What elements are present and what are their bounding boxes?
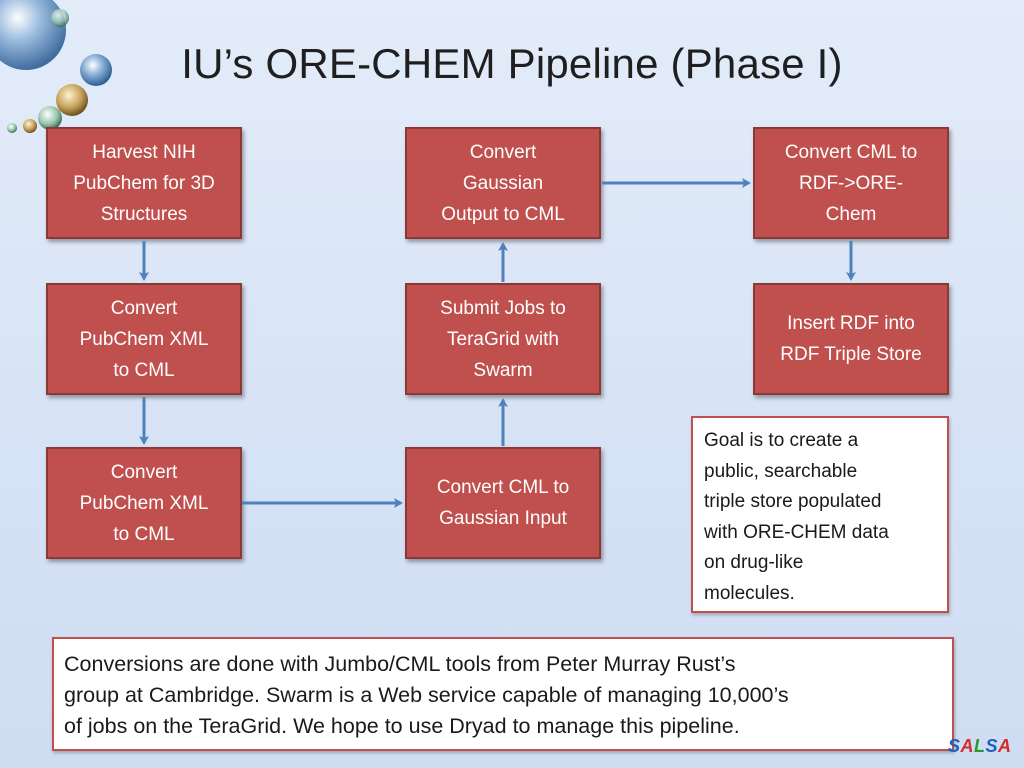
brand-letter: L bbox=[974, 736, 986, 756]
box-line: Structures bbox=[100, 203, 188, 225]
box-line: Gaussian Input bbox=[439, 508, 567, 529]
note-line: with ORE-CHEM data bbox=[704, 521, 889, 543]
box-line: PubChem for 3D bbox=[73, 172, 215, 194]
box-convert-pubchem-xml-2: Convert PubChem XML to CML bbox=[46, 447, 242, 559]
salsa-logo: SALSA bbox=[948, 736, 1012, 757]
note-line: Goal is to create a bbox=[704, 430, 859, 451]
box-line: to CML bbox=[113, 523, 175, 545]
goal-note: Goal is to create a public, searchable t… bbox=[691, 416, 949, 613]
note-line: molecules. bbox=[704, 582, 795, 604]
box-harvest-pubchem: Harvest NIH PubChem for 3D Structures bbox=[46, 127, 242, 239]
footer-note: Conversions are done with Jumbo/CML tool… bbox=[52, 637, 954, 751]
box-submit-jobs: Submit Jobs to TeraGrid with Swarm bbox=[405, 283, 601, 395]
box-line: Chem bbox=[825, 203, 877, 225]
box-line: Submit Jobs to bbox=[440, 297, 566, 319]
note-line: of jobs on the TeraGrid. We hope to use … bbox=[64, 714, 740, 738]
box-insert-rdf: Insert RDF into RDF Triple Store bbox=[753, 283, 949, 395]
page-title: IU’s ORE-CHEM Pipeline (Phase I) bbox=[181, 40, 843, 87]
logo-globe-icon bbox=[0, 0, 112, 133]
box-line: RDF->ORE- bbox=[799, 172, 903, 194]
box-line: Convert bbox=[110, 461, 178, 483]
box-line: Convert bbox=[469, 141, 537, 163]
note-line: group at Cambridge. Swarm is a Web servi… bbox=[64, 683, 789, 707]
note-line: triple store populated bbox=[704, 491, 882, 512]
note-line: on drug-like bbox=[704, 552, 804, 573]
brand-letter: S bbox=[948, 736, 961, 756]
box-line: Insert RDF into bbox=[787, 313, 915, 334]
box-convert-gaussian-output: Convert Gaussian Output to CML bbox=[405, 127, 601, 239]
brand-letter: S bbox=[985, 736, 999, 756]
box-convert-cml-gaussian: Convert CML to Gaussian Input bbox=[405, 447, 601, 559]
box-line: Gaussian bbox=[462, 172, 544, 194]
box-line: Output to CML bbox=[441, 203, 565, 225]
box-convert-cml-rdf: Convert CML to RDF->ORE- Chem bbox=[753, 127, 949, 239]
box-line: Harvest NIH bbox=[92, 141, 196, 163]
box-line: TeraGrid with bbox=[447, 328, 559, 350]
box-line: to CML bbox=[113, 359, 175, 381]
brand-letter: A bbox=[960, 736, 975, 756]
box-line: Convert CML to bbox=[436, 477, 570, 498]
box-line: Swarm bbox=[473, 359, 533, 381]
box-convert-pubchem-xml-1: Convert PubChem XML to CML bbox=[46, 283, 242, 395]
note-line: Conversions are done with Jumbo/CML tool… bbox=[64, 652, 736, 676]
box-line: Convert CML to bbox=[784, 141, 918, 163]
brand-letter: A bbox=[998, 736, 1012, 756]
note-line: public, searchable bbox=[704, 460, 858, 482]
box-line: PubChem XML bbox=[79, 328, 209, 350]
box-line: PubChem XML bbox=[79, 492, 209, 514]
box-line: Convert bbox=[110, 297, 178, 319]
box-line: RDF Triple Store bbox=[780, 344, 922, 365]
